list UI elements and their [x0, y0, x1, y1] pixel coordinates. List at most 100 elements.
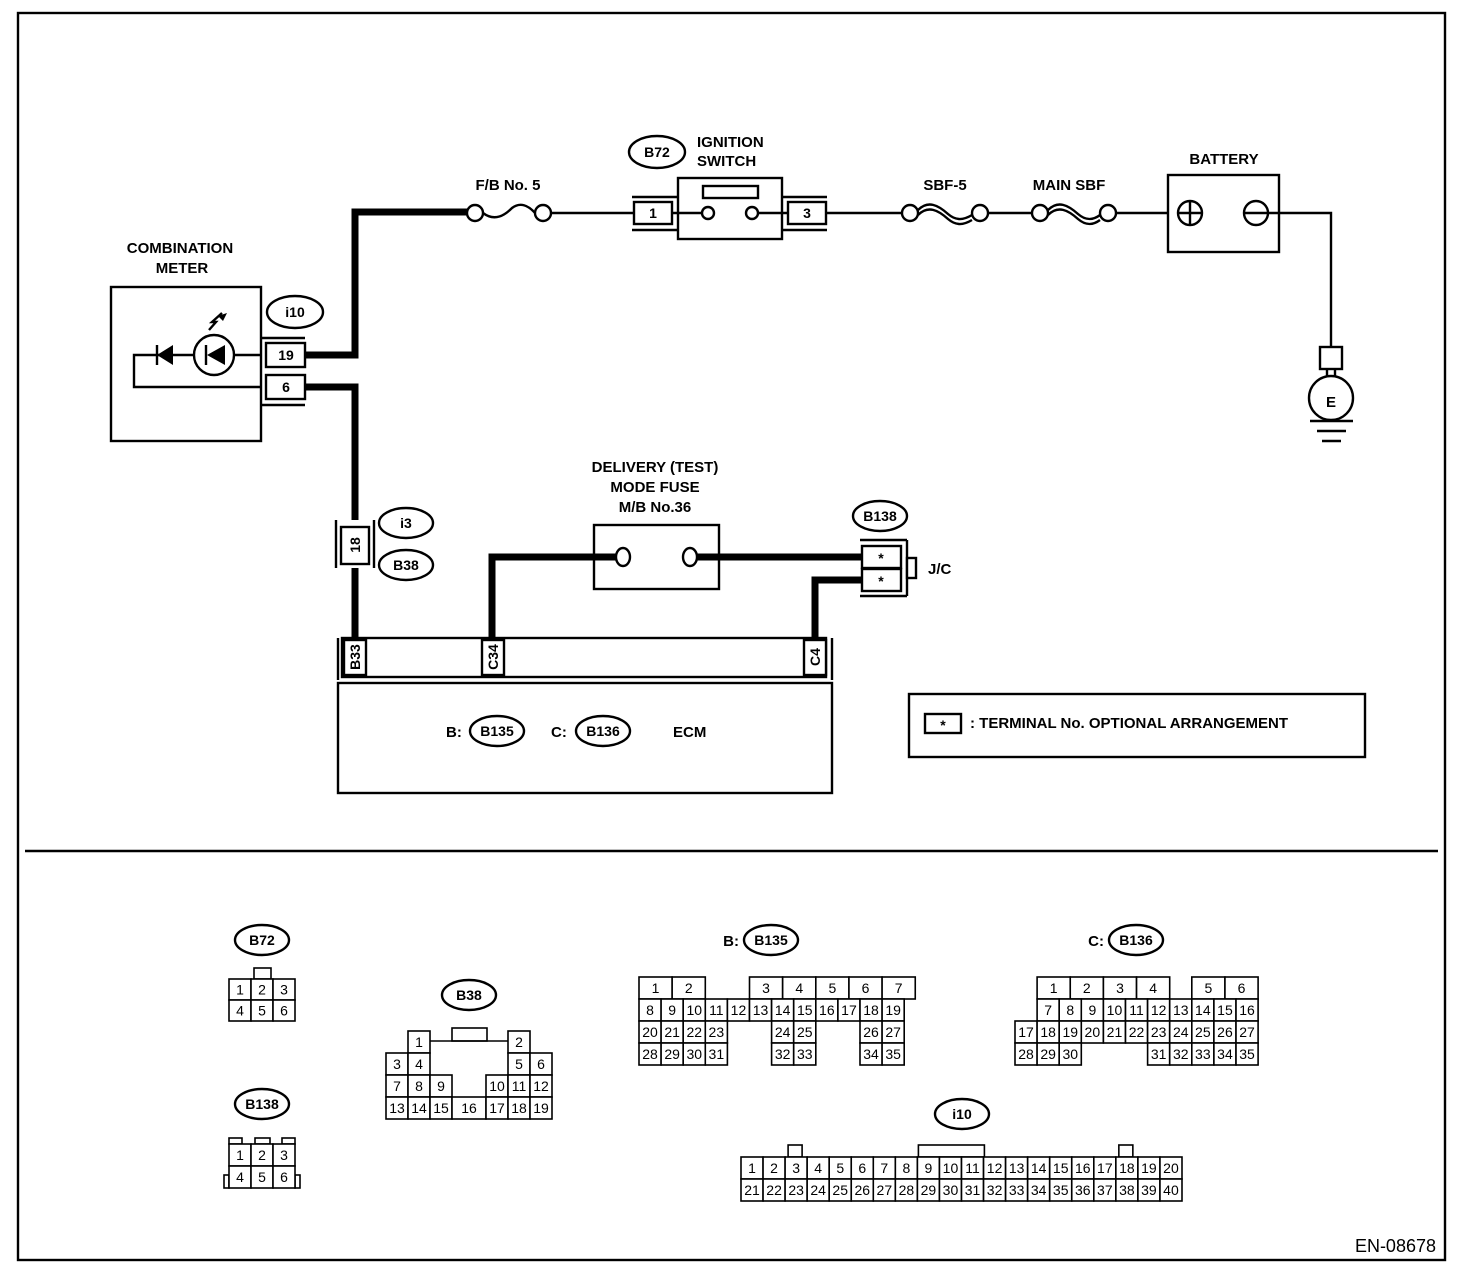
- b135-label: B135: [754, 932, 788, 948]
- pin-32: 32: [1173, 1046, 1189, 1062]
- pin-17: 17: [841, 1002, 857, 1018]
- b135-prefix: B:: [723, 933, 739, 950]
- pin-9: 9: [437, 1078, 445, 1094]
- pin-2: 2: [685, 980, 693, 996]
- wire-battery-to-ground: [1268, 211, 1333, 347]
- pin-34: 34: [1031, 1182, 1047, 1198]
- pin-12: 12: [533, 1078, 549, 1094]
- pin-11: 11: [709, 1002, 724, 1018]
- pin-2: 2: [515, 1034, 523, 1050]
- pin-29: 29: [664, 1046, 680, 1062]
- pin-6: 6: [280, 1003, 288, 1019]
- pin-19: 19: [1062, 1024, 1078, 1040]
- pin-30: 30: [943, 1182, 959, 1198]
- battery: BATTERY: [1166, 151, 1281, 254]
- pin-4: 4: [415, 1056, 423, 1072]
- jc-pin-1: *: [878, 550, 884, 566]
- pin-6: 6: [858, 1160, 866, 1176]
- pin-5: 5: [258, 1169, 266, 1185]
- legend-text: : TERMINAL No. OPTIONAL ARRANGEMENT: [970, 715, 1288, 732]
- pin-20: 20: [642, 1024, 658, 1040]
- legend: * : TERMINAL No. OPTIONAL ARRANGEMENT: [907, 692, 1367, 759]
- pin-10: 10: [489, 1078, 505, 1094]
- pin-21: 21: [1107, 1024, 1123, 1040]
- pin-28: 28: [1018, 1046, 1034, 1062]
- joint-connector-b138: B138 * * J/C: [851, 499, 952, 598]
- pin-3: 3: [280, 1147, 288, 1163]
- i10-view-label: i10: [952, 1106, 972, 1122]
- sbf5-label: SBF-5: [923, 177, 966, 194]
- pin-19: 19: [885, 1002, 901, 1018]
- pin-3: 3: [792, 1160, 800, 1176]
- pin-28: 28: [899, 1182, 915, 1198]
- pin-11: 11: [512, 1078, 527, 1094]
- battery-negative-icon: [1242, 199, 1270, 227]
- pin-29: 29: [1040, 1046, 1056, 1062]
- delivery-fuse-label-3: M/B No.36: [619, 499, 692, 516]
- ecm-label: ECM: [673, 724, 706, 741]
- pin-14: 14: [775, 1002, 791, 1018]
- pin-15: 15: [797, 1002, 813, 1018]
- figure-id: EN-08678: [1355, 1236, 1436, 1256]
- pin-13: 13: [753, 1002, 769, 1018]
- battery-positive-icon: [1176, 199, 1204, 227]
- pin-33: 33: [1009, 1182, 1025, 1198]
- fuse-sbf5: SBF-5: [900, 177, 990, 226]
- pin-9: 9: [925, 1160, 933, 1176]
- pin-9: 9: [668, 1002, 676, 1018]
- pin-3: 3: [393, 1056, 401, 1072]
- pin-26: 26: [1217, 1024, 1233, 1040]
- connector-id-b138: B138: [863, 508, 897, 524]
- ecm-pin-b33: B33: [347, 644, 363, 670]
- pin-16: 16: [461, 1100, 477, 1116]
- pin-13: 13: [389, 1100, 405, 1116]
- pin-4: 4: [1149, 980, 1157, 996]
- fuse-fb5: F/B No. 5: [465, 177, 553, 223]
- pin-15: 15: [1217, 1002, 1233, 1018]
- pin-17: 17: [1018, 1024, 1034, 1040]
- pin-34: 34: [1217, 1046, 1233, 1062]
- pin-5: 5: [258, 1003, 266, 1019]
- connector-id-b136: B136: [586, 723, 620, 739]
- ecm-pin-c34: C34: [485, 644, 501, 670]
- b138-label: B138: [245, 1096, 279, 1112]
- pin-20: 20: [1163, 1160, 1179, 1176]
- pin-1: 1: [415, 1034, 423, 1050]
- pin-25: 25: [832, 1182, 848, 1198]
- pin-7: 7: [895, 980, 903, 996]
- main-sbf-label: MAIN SBF: [1033, 177, 1106, 194]
- diagram-frame: [16, 11, 1447, 1262]
- pin-16: 16: [1239, 1002, 1255, 1018]
- pin-16: 16: [819, 1002, 835, 1018]
- ignition-switch: B72 IGNITION SWITCH 1 3: [627, 134, 828, 241]
- pin-1: 1: [652, 980, 660, 996]
- pin-3: 3: [762, 980, 770, 996]
- pin-14: 14: [411, 1100, 427, 1116]
- b136-label: B136: [1119, 932, 1153, 948]
- pin-2: 2: [258, 982, 266, 998]
- pin-3: 3: [803, 205, 811, 221]
- pin-36: 36: [1075, 1182, 1091, 1198]
- pin-7: 7: [880, 1160, 888, 1176]
- pin-23: 23: [709, 1024, 725, 1040]
- pin-10: 10: [943, 1160, 959, 1176]
- pin-1: 1: [236, 1147, 244, 1163]
- wire-meter-to-fuse: [305, 208, 468, 359]
- wire-fuse-to-ecm-c34: [488, 553, 616, 640]
- pin-4: 4: [236, 1003, 244, 1019]
- pin-5: 5: [836, 1160, 844, 1176]
- pin-10: 10: [686, 1002, 702, 1018]
- pin-6: 6: [862, 980, 870, 996]
- pin-21: 21: [664, 1024, 680, 1040]
- pin-25: 25: [797, 1024, 813, 1040]
- pin-19: 19: [1141, 1160, 1157, 1176]
- pin-28: 28: [642, 1046, 658, 1062]
- pin-7: 7: [1044, 1002, 1052, 1018]
- pin-6: 6: [280, 1169, 288, 1185]
- pin-6: 6: [282, 379, 290, 395]
